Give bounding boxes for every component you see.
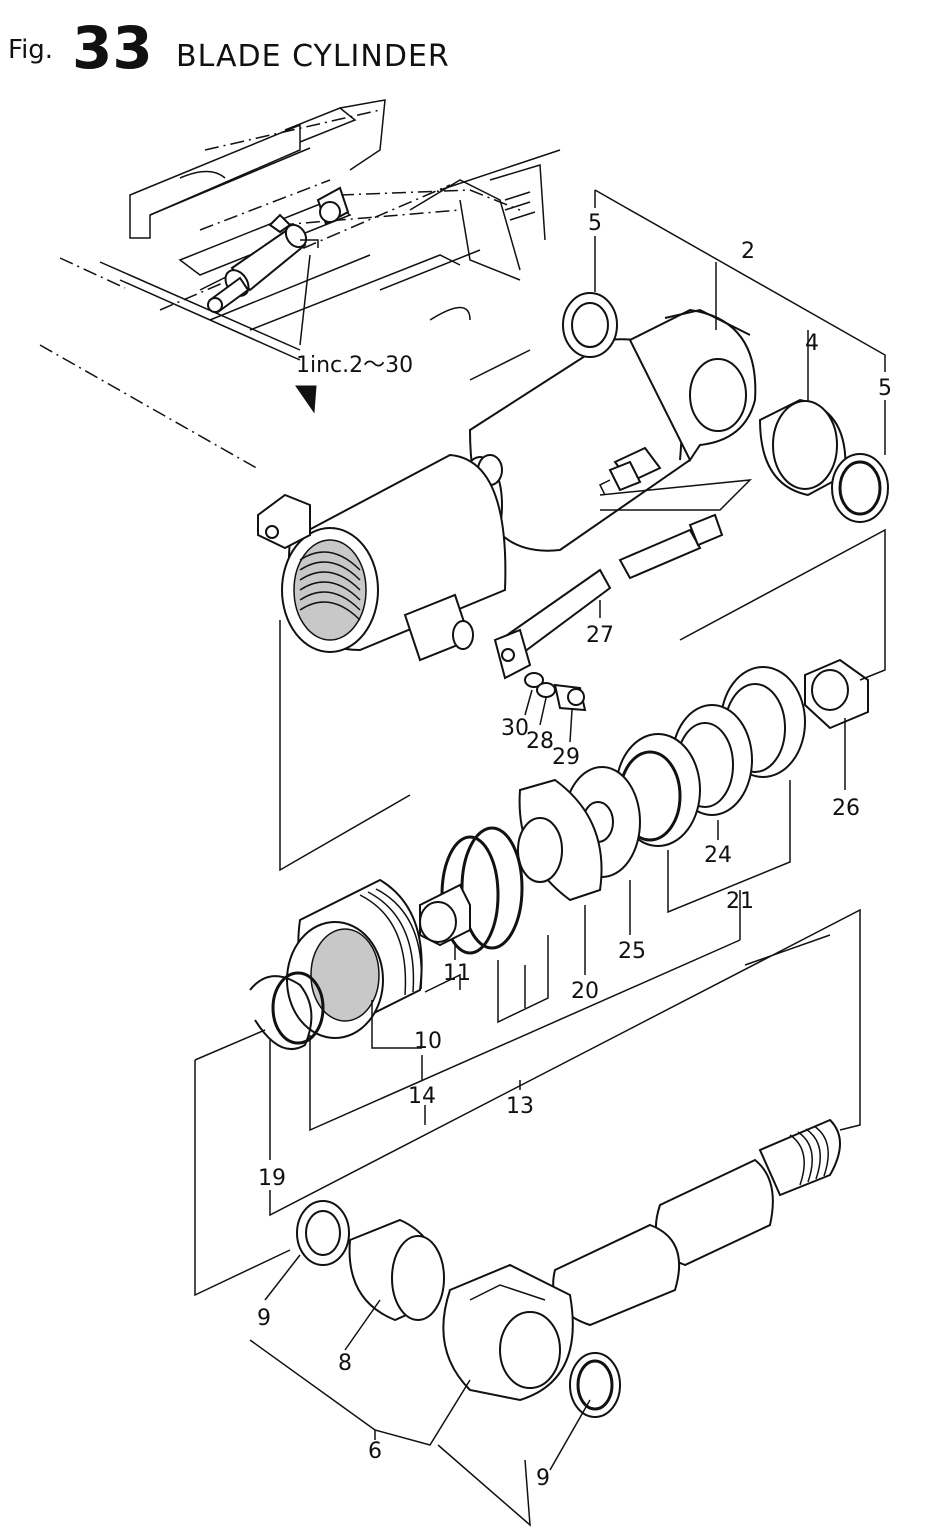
- figure-title: BLADE CYLINDER: [176, 39, 450, 74]
- callout-6: 6: [368, 1439, 382, 1464]
- location-indicator: 1inc.2～30: [296, 353, 413, 412]
- callout-30: 30: [501, 716, 529, 741]
- bolt-and-washers: [525, 673, 585, 710]
- callout-19: 19: [258, 1166, 286, 1191]
- location-arrow-icon: [296, 386, 316, 412]
- callout-4: 4: [805, 331, 819, 356]
- callout-11: 11: [443, 961, 471, 986]
- callout-2: 2: [741, 239, 755, 264]
- callout-5-right: 5: [878, 376, 892, 401]
- figure-prefix: Fig.: [8, 35, 53, 65]
- figure-number: 33: [72, 14, 153, 82]
- machine-location-inset: [40, 100, 560, 470]
- callout-27: 27: [586, 623, 614, 648]
- callout-24: 24: [704, 843, 732, 868]
- location-note: 1inc.2～30: [296, 353, 413, 378]
- callout-28: 28: [526, 729, 554, 754]
- callout-26: 26: [832, 796, 860, 821]
- callout-8: 8: [338, 1351, 352, 1376]
- callout-5-upper: 5: [588, 211, 602, 236]
- callout-20: 20: [571, 979, 599, 1004]
- callout-13: 13: [506, 1094, 534, 1119]
- callout-10: 10: [414, 1029, 442, 1054]
- figure-heading: Fig. 33 BLADE CYLINDER: [8, 14, 450, 82]
- callout-14: 14: [408, 1084, 436, 1109]
- piston-assembly: [250, 660, 868, 1049]
- callout-25: 25: [618, 939, 646, 964]
- callout-9-left: 9: [257, 1306, 271, 1331]
- piston-rod: [297, 1120, 840, 1417]
- callout-9-bottom: 9: [536, 1466, 550, 1491]
- callout-21: 21: [726, 889, 754, 914]
- callout-29: 29: [552, 745, 580, 770]
